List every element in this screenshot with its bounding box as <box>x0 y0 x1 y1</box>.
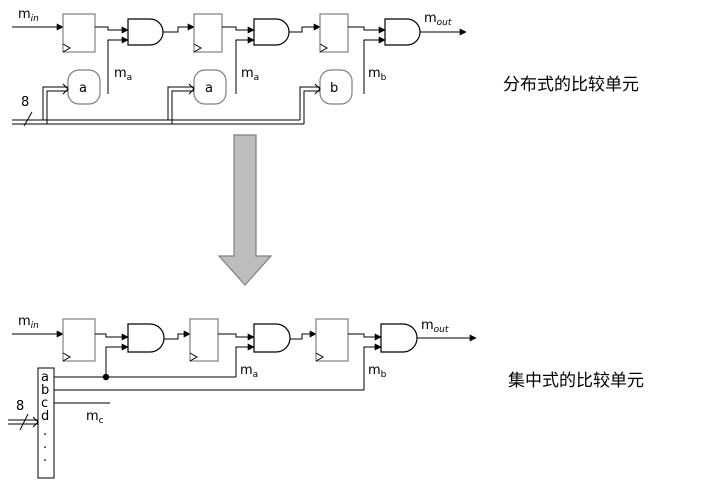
transform-arrow-icon <box>217 134 273 286</box>
top-clock-icon-3 <box>319 43 329 53</box>
central-entry-c: c <box>41 396 48 411</box>
top-clock-icon-2 <box>193 43 203 53</box>
top-bus <box>12 83 321 125</box>
bottom-clock-icon-3 <box>315 352 325 362</box>
bottom-wire-r3-and3 <box>348 333 382 341</box>
bottom-m-a-label: ma <box>240 363 258 380</box>
bottom-clock-icon-2 <box>189 352 199 362</box>
top-register-3 <box>319 13 349 53</box>
top-register-1 <box>62 13 96 53</box>
bottom-bus-slash <box>19 413 29 431</box>
bottom-wire-r2-and2 <box>218 333 255 341</box>
bottom-wire-and2-r3 <box>290 330 317 340</box>
top-wire-r2-and2 <box>222 26 255 34</box>
bottom-junction-dot <box>102 373 110 381</box>
top-register-2 <box>193 13 223 53</box>
bottom-m-in-label: min <box>18 314 39 331</box>
bottom-wire-a-and1 <box>105 343 129 377</box>
top-comparator-3-label: b <box>330 81 338 96</box>
top-bus-width-label: 8 <box>21 95 29 110</box>
top-and-gate-3 <box>384 18 421 46</box>
central-compare-table <box>37 367 55 479</box>
top-wire-and2-r3 <box>289 23 321 33</box>
bottom-register-1 <box>62 318 96 362</box>
bottom-wire-r1-and1 <box>95 333 129 341</box>
bottom-wire-mb <box>363 343 382 390</box>
bottom-wire-and1-r2 <box>164 330 191 340</box>
top-m-in-label: min <box>18 7 39 24</box>
top-comparator-2-label: a <box>205 81 213 96</box>
distributed-circuit: min ma a ma a mb b mout 8 <box>12 7 467 127</box>
top-and-gate-2 <box>253 18 290 46</box>
bottom-bus-width-label: 8 <box>16 399 24 414</box>
top-wire-and1-r2 <box>163 23 195 33</box>
bottom-register-3 <box>315 318 349 362</box>
bottom-m-out-label: mout <box>421 318 449 335</box>
top-wire-r3-and3 <box>348 26 386 34</box>
bottom-and-gate-2 <box>253 323 291 353</box>
distributed-caption: 分布式的比较单元 <box>503 75 639 95</box>
central-entry-a: a <box>41 370 49 385</box>
bottom-wire-ma <box>235 343 255 377</box>
bottom-m-c-label: mc <box>86 409 104 426</box>
central-entry-dot-3: . <box>43 450 47 465</box>
top-clock-icon-1 <box>62 43 72 53</box>
centralized-circuit: min ma mb mout a b c d . . . <box>8 314 477 479</box>
bottom-register-2 <box>189 318 219 362</box>
top-m-a-label-1: ma <box>114 66 132 83</box>
central-entry-dot-1: . <box>43 424 47 439</box>
bottom-clock-icon-1 <box>62 352 72 362</box>
top-comparator-1-label: a <box>79 81 87 96</box>
centralized-caption: 集中式的比较单元 <box>508 371 644 391</box>
top-wire-r1-and1 <box>95 26 129 34</box>
bottom-and-gate-3 <box>380 323 418 353</box>
top-m-b-label: mb <box>368 66 387 83</box>
top-m-out-label: mout <box>424 11 452 28</box>
central-entry-dot-2: . <box>43 437 47 452</box>
top-m-a-label-2: ma <box>241 66 259 83</box>
top-wire-ma1 <box>107 36 129 94</box>
central-entry-d: d <box>41 409 49 424</box>
top-and-gate-1 <box>127 18 164 46</box>
top-wire-mb <box>363 36 386 94</box>
top-wire-ma2 <box>235 36 255 94</box>
central-entry-b: b <box>41 383 49 398</box>
bottom-bus-arrow <box>32 416 39 428</box>
bottom-m-b-label: mb <box>368 363 387 380</box>
bottom-and-gate-1 <box>127 323 165 353</box>
